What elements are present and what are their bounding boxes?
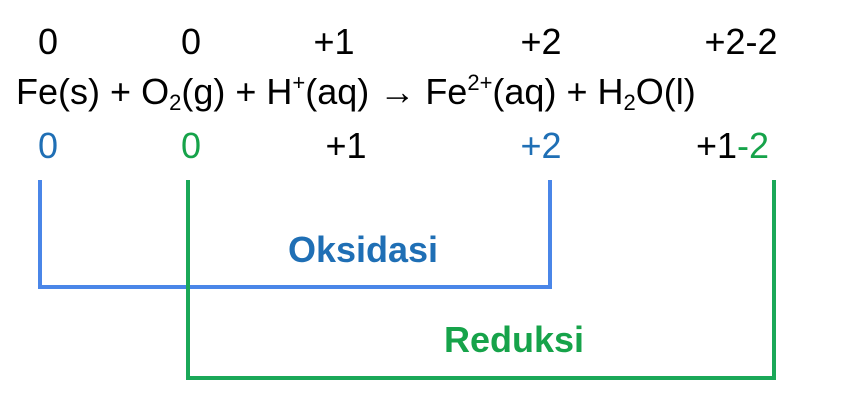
species-fe-ion: Fe2+(aq) — [425, 70, 557, 112]
bottom-state-o: 0 — [180, 125, 202, 166]
top-state-fe-ion: +2 — [520, 21, 562, 62]
bottom-state-fe: 0 — [37, 125, 59, 166]
bottom-state-fe-ion: +2 — [520, 125, 562, 166]
bottom-state-h: +1 — [325, 125, 367, 166]
top-state-h: +1 — [313, 21, 355, 62]
species-h-ion: H+(aq) — [266, 70, 370, 112]
plus-sign: + — [110, 71, 132, 112]
reduction-label: Reduksi — [443, 319, 585, 360]
top-state-fe: 0 — [37, 21, 59, 62]
bottom-state-water-o: -2 — [737, 125, 770, 166]
bottom-state-water-h: +1 — [696, 125, 738, 166]
oxidation-bracket — [38, 180, 552, 289]
species-fe-solid: Fe(s) — [16, 71, 100, 112]
plus-sign: + — [566, 71, 588, 112]
reaction-arrow-icon: → — [379, 71, 416, 112]
bottom-state-water: +1-2 — [696, 128, 769, 164]
plus-sign: + — [235, 71, 257, 112]
oxidation-label: Oksidasi — [287, 229, 439, 270]
top-state-h2o: +2-2 — [704, 21, 778, 62]
species-water: H2O(l) — [597, 71, 696, 115]
species-o2-gas: O2(g) — [141, 71, 226, 115]
top-state-o2: 0 — [180, 21, 202, 62]
reduction-bracket — [186, 180, 776, 380]
chemical-equation: Fe(s) + O2(g) + H+(aq) → Fe2+(aq) + H2O(… — [16, 70, 696, 115]
